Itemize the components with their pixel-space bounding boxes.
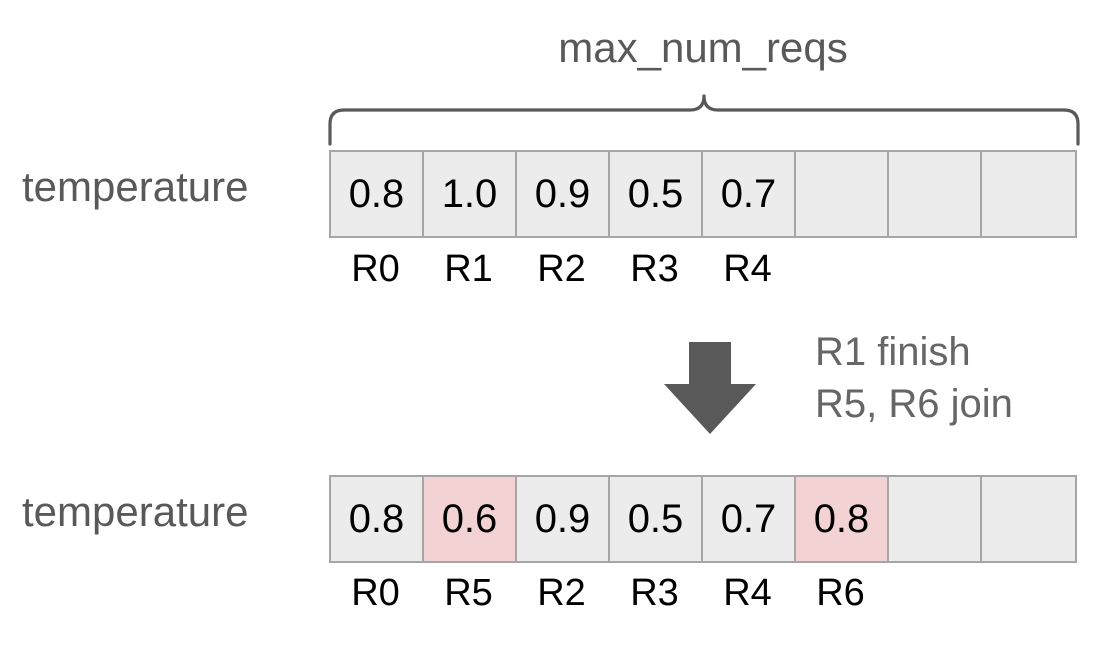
temperature-cell-after-2: 0.9	[517, 477, 610, 561]
temperature-cell-before-2: 0.9	[517, 152, 610, 236]
request-id-label-after-2: R2	[537, 572, 586, 614]
temperature-cell-before-1: 1.0	[424, 152, 517, 236]
temperature-cell-before-3: 0.5	[610, 152, 703, 236]
request-id-row-before: R0 R1 R2 R3 R4	[329, 248, 1073, 291]
request-id-row-after: R0 R5 R2 R3 R4 R6	[329, 572, 1073, 615]
request-id-label-after-4: R4	[723, 572, 772, 614]
annotation-line-1: R1 finish	[815, 330, 971, 374]
transition-annotation: R1 finish R5, R6 join	[815, 326, 1013, 430]
request-id-label-after-6	[887, 572, 980, 615]
temperature-cell-before-5	[796, 152, 889, 236]
request-id-label-before-1: R1	[444, 248, 493, 290]
row-label-temperature-after: temperature	[22, 488, 249, 535]
request-id-label-after-5: R6	[816, 572, 865, 614]
request-id-label-after-7	[980, 572, 1073, 615]
temperature-cell-before-0: 0.8	[331, 152, 424, 236]
request-id-label-before-5	[794, 248, 887, 291]
capacity-brace-icon	[328, 94, 1080, 146]
temperature-cell-after-4: 0.7	[703, 477, 796, 561]
temperature-cell-before-4: 0.7	[703, 152, 796, 236]
request-id-label-before-6	[887, 248, 980, 291]
down-arrow-icon	[664, 342, 756, 434]
request-id-label-before-7	[980, 248, 1073, 291]
temperature-cell-after-7	[982, 477, 1075, 561]
request-id-label-before-4: R4	[723, 248, 772, 290]
temperature-cell-after-6	[889, 477, 982, 561]
temperature-cell-before-6	[889, 152, 982, 236]
temperature-cell-after-1: 0.6	[424, 477, 517, 561]
temperature-cell-before-7	[982, 152, 1075, 236]
annotation-line-2: R5, R6 join	[815, 382, 1013, 426]
max-num-reqs-label: max_num_reqs	[558, 24, 848, 71]
temperature-cell-after-3: 0.5	[610, 477, 703, 561]
request-id-label-after-0: R0	[351, 572, 400, 614]
request-id-label-after-1: R5	[444, 572, 493, 614]
row-label-temperature-before: temperature	[22, 163, 249, 210]
request-id-label-before-0: R0	[351, 248, 400, 290]
temperature-cell-after-0: 0.8	[331, 477, 424, 561]
temperature-cell-after-5: 0.8	[796, 477, 889, 561]
request-id-label-after-3: R3	[630, 572, 679, 614]
request-id-label-before-3: R3	[630, 248, 679, 290]
request-id-label-before-2: R2	[537, 248, 586, 290]
